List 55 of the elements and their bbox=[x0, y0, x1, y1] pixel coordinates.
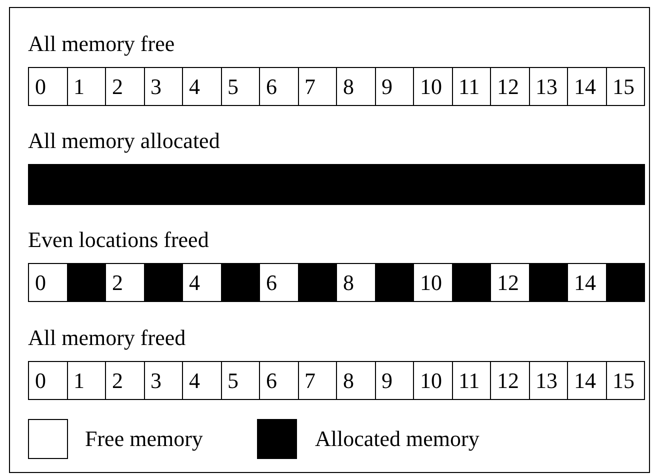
row-heading: All memory free bbox=[28, 30, 175, 58]
memory-cell: 2 bbox=[105, 263, 144, 302]
memory-cell: 14 bbox=[567, 67, 606, 106]
allocated-memory-block bbox=[298, 263, 337, 302]
memory-cell: 0 bbox=[28, 361, 68, 400]
row-heading: Even locations freed bbox=[28, 226, 209, 254]
row-heading: All memory allocated bbox=[28, 127, 220, 155]
memory-cell: 12 bbox=[490, 67, 530, 106]
memory-cell: 11 bbox=[452, 361, 491, 400]
memory-cell: 4 bbox=[182, 263, 222, 302]
memory-cell: 0 bbox=[28, 67, 68, 106]
memory-cell: 13 bbox=[528, 67, 568, 106]
allocated-memory-block bbox=[144, 263, 183, 302]
legend-label: Free memory bbox=[85, 425, 203, 453]
memory-cell: 9 bbox=[374, 361, 414, 400]
memory-cell: 6 bbox=[259, 361, 298, 400]
memory-cell: 13 bbox=[528, 361, 568, 400]
memory-cell: 10 bbox=[413, 361, 452, 400]
allocated-memory-block bbox=[374, 263, 414, 302]
memory-cell: 10 bbox=[413, 263, 452, 302]
memory-cell: 3 bbox=[144, 361, 183, 400]
memory-cell: 11 bbox=[452, 67, 491, 106]
allocated-memory-block bbox=[220, 263, 260, 302]
memory-cell: 0 bbox=[28, 263, 68, 302]
memory-cell: 7 bbox=[298, 67, 337, 106]
memory-cell: 8 bbox=[336, 263, 376, 302]
allocated-memory-block bbox=[452, 263, 491, 302]
memory-cell: 6 bbox=[259, 67, 298, 106]
memory-cell: 9 bbox=[374, 67, 414, 106]
row-heading: All memory freed bbox=[28, 324, 186, 352]
memory-cell: 5 bbox=[220, 361, 260, 400]
memory-cell: 10 bbox=[413, 67, 452, 106]
memory-cell: 12 bbox=[490, 263, 530, 302]
memory-cell: 4 bbox=[182, 361, 222, 400]
memory-cell: 15 bbox=[606, 67, 645, 106]
memory-cell: 14 bbox=[567, 361, 606, 400]
memory-cell: 2 bbox=[105, 361, 144, 400]
memory-cell: 8 bbox=[336, 67, 376, 106]
memory-cell: 1 bbox=[66, 67, 106, 106]
memory-cell: 1 bbox=[66, 361, 106, 400]
memory-cell: 6 bbox=[259, 263, 298, 302]
memory-cell: 3 bbox=[144, 67, 183, 106]
memory-cell: 14 bbox=[567, 263, 606, 302]
allocated-memory-block bbox=[66, 263, 106, 302]
memory-cell: 12 bbox=[490, 361, 530, 400]
allocated-memory-bar bbox=[28, 164, 645, 205]
allocated-memory-block bbox=[606, 263, 645, 302]
memory-cell: 2 bbox=[105, 67, 144, 106]
memory-cell: 7 bbox=[298, 361, 337, 400]
legend-label: Allocated memory bbox=[315, 425, 480, 453]
memory-cell: 8 bbox=[336, 361, 376, 400]
memory-cell: 15 bbox=[606, 361, 645, 400]
memory-cell: 5 bbox=[220, 67, 260, 106]
allocated-memory-block bbox=[528, 263, 568, 302]
memory-cell: 4 bbox=[182, 67, 222, 106]
